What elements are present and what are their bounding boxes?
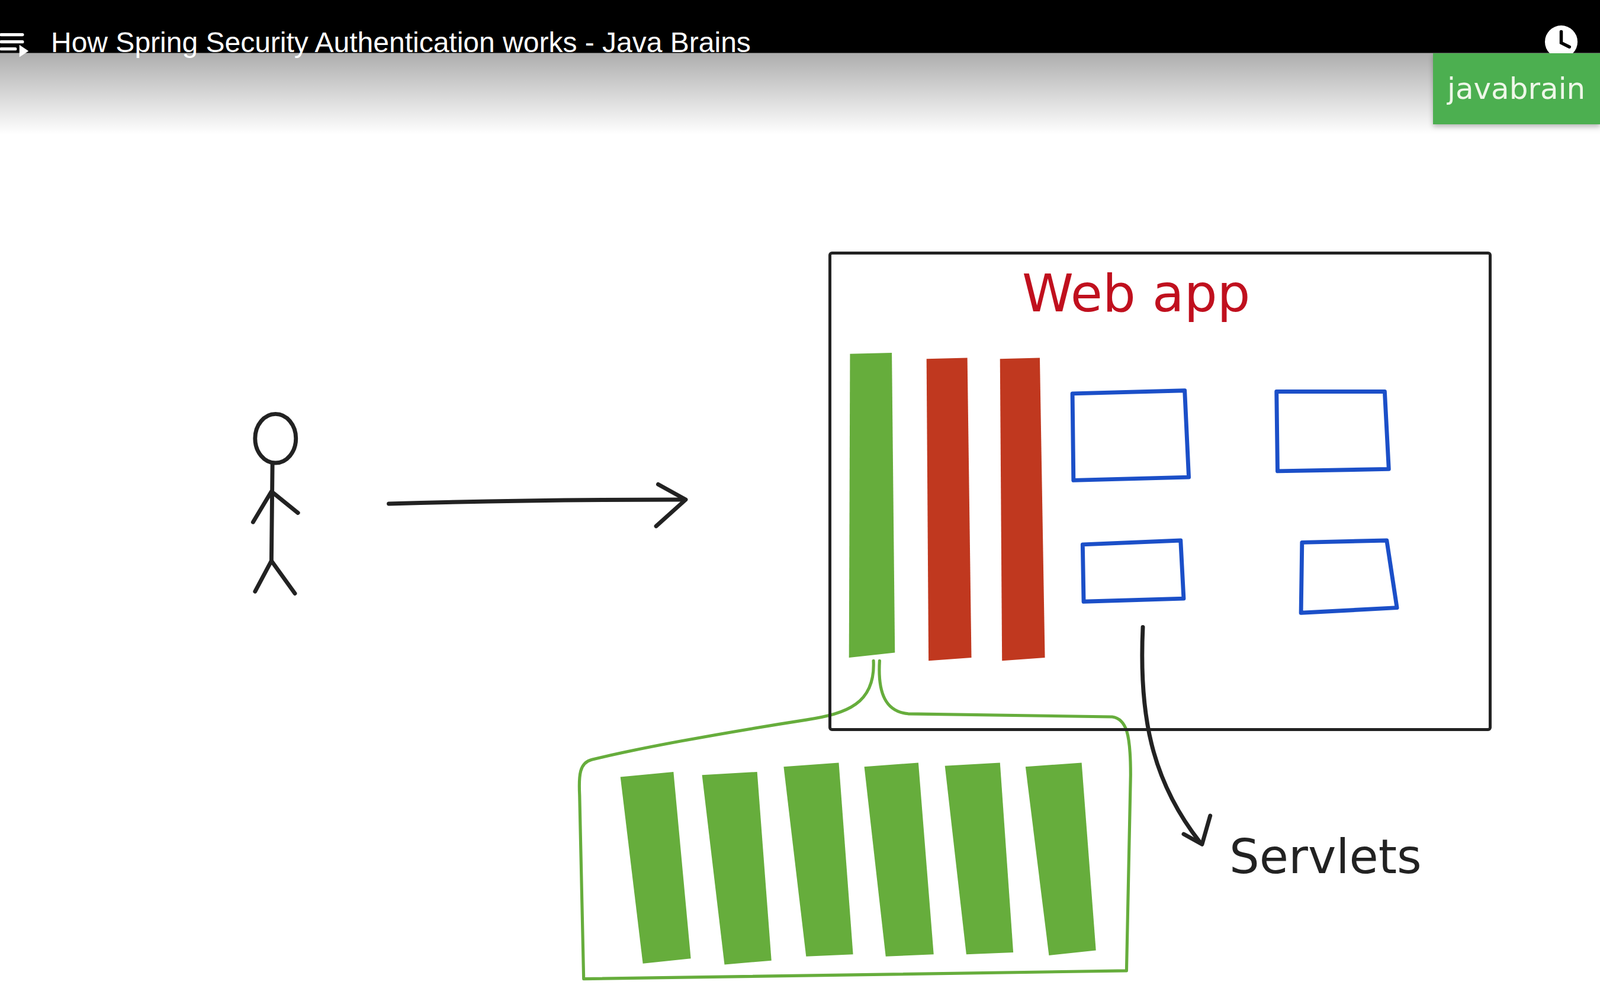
filter-chain-bracket [579,660,1131,979]
badge-text: javabrain [1447,74,1586,104]
channel-badge: javabrain [1433,53,1600,125]
filter-bars [849,352,1046,661]
bar-shadow [0,53,1600,136]
servlet-boxes [1072,390,1397,614]
video-title: How Spring Security Authentication works… [50,28,751,57]
request-arrow [389,484,686,527]
play-mark [19,45,30,58]
component-label: Servlets [1229,833,1422,882]
box-heading: Web app [1022,267,1251,320]
menu-icon [1,34,23,50]
servlets-leader [1142,627,1211,845]
web-app-box: Web app [828,251,1492,732]
stick-figure [252,413,298,594]
filter-chain-bars [620,762,1097,965]
